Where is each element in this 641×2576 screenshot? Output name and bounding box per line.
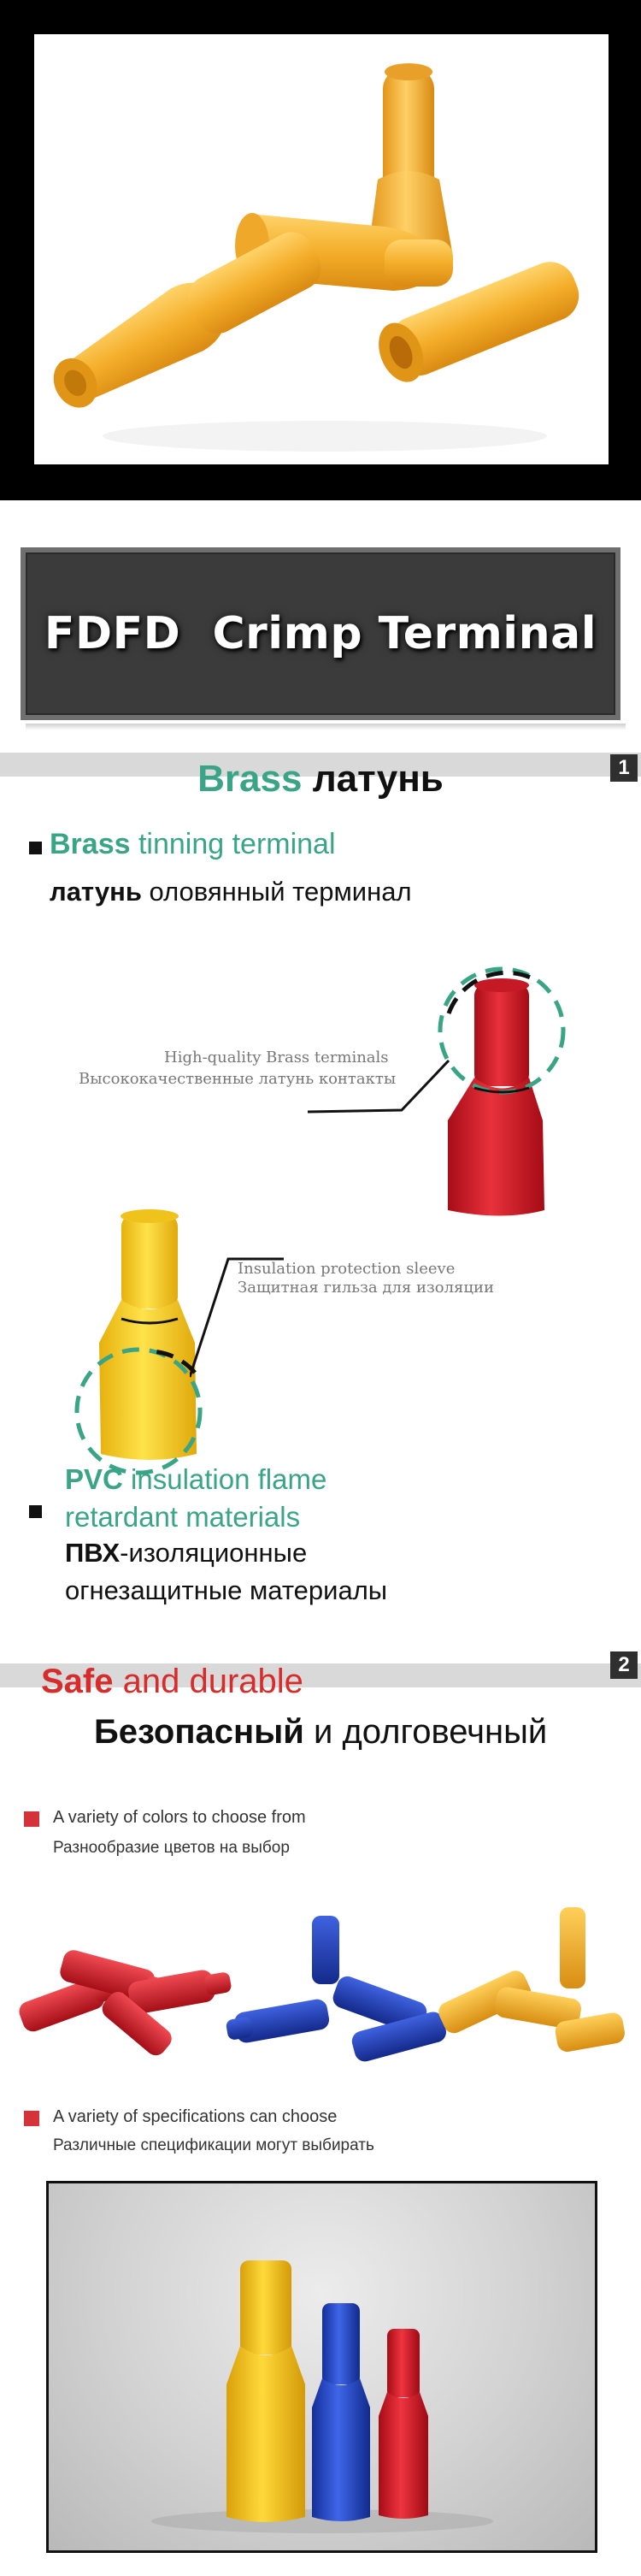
callout-sleeve-en: Insulation protection sleeve — [238, 1260, 456, 1278]
section-1-title: Brass латунь — [197, 758, 444, 800]
hero-photo — [34, 34, 609, 464]
callout-brass-ru: Высококачественные латунь контакты — [79, 1070, 397, 1088]
callout-sleeve-ru: Защитная гильза для изоляции — [238, 1279, 494, 1297]
section-2-title: Safe and durable — [41, 1663, 303, 1700]
caption-marker — [24, 2111, 39, 2126]
section-2-subtitle: Безопасный и долговечный — [94, 1713, 548, 1751]
banner-title: FDFD Crimp Terminal — [44, 608, 597, 659]
hero-photo-frame — [0, 0, 641, 500]
section-2-number: 2 — [610, 1651, 638, 1679]
yellow-terminal-illustration — [74, 1209, 203, 1475]
title-banner: FDFD Crimp Terminal — [21, 547, 620, 720]
callout-brass-en: High-quality Brass terminals — [164, 1049, 389, 1066]
red-terminal-illustration — [438, 966, 566, 1216]
caption-specs-en: A variety of specifications can choose — [53, 2107, 338, 2126]
caption-marker — [24, 1811, 39, 1827]
bullet-square — [29, 842, 42, 854]
section-1-header-bar: 1 — [0, 753, 641, 782]
color-variety-illustration — [19, 1907, 625, 2062]
bullet-square — [29, 1505, 42, 1518]
section-1-number: 1 — [610, 754, 638, 782]
bullet-pvc-en: PVC insulation flame retardant materials — [65, 1463, 327, 1533]
three-sizes-terminals-illustration — [151, 2260, 493, 2533]
caption-specs-ru: Различные спецификации могут выбирать — [53, 2136, 374, 2154]
yellow-terminals-illustration — [53, 63, 579, 452]
bullet-brass-ru: латунь оловянный терминал — [50, 877, 412, 907]
caption-colors-en: A variety of colors to choose from — [53, 1808, 306, 1827]
section-2-header-bar: 2 — [0, 1651, 641, 1687]
specifications-photo — [46, 2181, 597, 2553]
caption-colors-ru: Разнообразие цветов на выбор — [53, 1839, 290, 1857]
bullet-brass-en: Brass tinning terminal — [50, 828, 336, 860]
bullet-pvc-ru: ПВХ-изоляционные огнезащитные материалы — [65, 1538, 388, 1605]
